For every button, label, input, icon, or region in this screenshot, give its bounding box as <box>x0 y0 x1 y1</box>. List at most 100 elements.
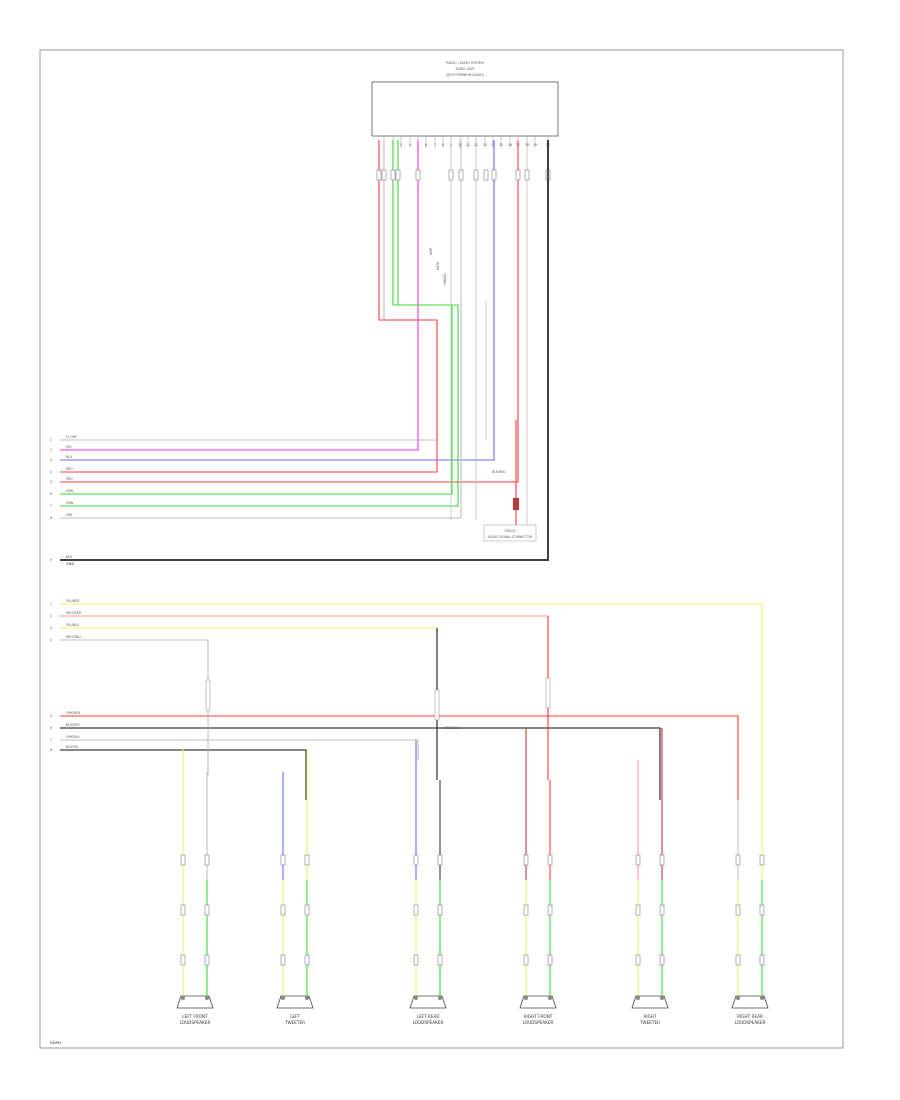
upper-wire-connector <box>491 169 497 181</box>
upper-wire-connector <box>390 169 396 181</box>
speaker-connector <box>523 904 529 916</box>
speaker-label-2: LOUDSPEAKER <box>735 1020 766 1025</box>
speaker-connector <box>204 854 210 866</box>
harness-connector <box>448 169 454 181</box>
speaker-terminal <box>548 996 552 1000</box>
module-title-1: RADIO / AUDIO SYSTEM <box>446 61 484 65</box>
speaker-connector <box>304 954 310 966</box>
speaker-connector <box>735 954 741 966</box>
speaker-terminal <box>281 996 285 1000</box>
speaker-connector <box>735 904 741 916</box>
speaker-connector <box>413 904 419 916</box>
speaker-connector <box>204 954 210 966</box>
upper-pin-number: 2 <box>50 448 52 452</box>
pin-number: 10 <box>458 143 462 147</box>
speaker-connector <box>280 954 286 966</box>
upper-wire <box>60 140 438 473</box>
lower-wire <box>60 715 739 800</box>
splice-fuse <box>513 498 519 510</box>
upper-wire-connector <box>376 169 382 181</box>
harness-connector <box>473 169 479 181</box>
speaker-terminal <box>181 996 185 1000</box>
diagram-frame <box>39 49 844 1049</box>
speaker-connector <box>304 854 310 866</box>
inline-connector <box>205 679 211 711</box>
speaker-icon <box>731 995 769 1009</box>
speaker-connector <box>759 854 765 866</box>
upper-pin-number: 5 <box>50 480 52 484</box>
speaker-connector <box>180 854 186 866</box>
lower-pin-number: 1 <box>50 602 52 606</box>
speaker-connector <box>659 904 665 916</box>
lower-wire <box>60 639 209 775</box>
lower-harness: YEL/RED1WHT/RED2YEL/BLU3WHT/BLU4GRY/RED5… <box>50 599 763 800</box>
speaker-label-2: LOUDSPEAKER <box>413 1020 444 1025</box>
pin-number: 6 <box>425 143 427 147</box>
speaker-connector <box>180 954 186 966</box>
speaker-connector <box>437 854 443 866</box>
upper-pin-number: 8 <box>50 516 52 520</box>
lower-pin-number: 4 <box>50 638 52 642</box>
upper-wire-label: GRY <box>66 513 72 517</box>
pin-number: 19 <box>533 143 537 147</box>
speaker-connector <box>180 904 186 916</box>
lower-wire <box>60 749 307 800</box>
upper-wire-label: GRN <box>66 489 74 493</box>
lower-wire-label: GRY/BLU <box>66 735 80 739</box>
speaker-terminal <box>414 996 418 1000</box>
pin-number: 15 <box>499 143 503 147</box>
pin-number: 16 <box>508 143 512 147</box>
speaker-connector <box>437 904 443 916</box>
lower-wire <box>60 627 438 730</box>
speaker-connector <box>413 954 419 966</box>
speaker-label-2: LOUDSPEAKER <box>523 1020 554 1025</box>
module-title-3: (WITH PREMIUM AUDIO) <box>446 73 484 77</box>
pin-number: 4 <box>409 143 411 147</box>
upper-pin-number: 4 <box>50 470 52 474</box>
ground-wire <box>60 140 549 561</box>
lower-wire-label: YEL/RED <box>66 599 80 603</box>
speaker-label-2: TWEETER <box>639 1020 660 1025</box>
speaker-connector <box>547 904 553 916</box>
upper-wire <box>60 140 438 441</box>
speaker-connector <box>413 854 419 866</box>
lower-wire <box>60 615 549 715</box>
lower-wire <box>60 739 419 760</box>
speaker-terminal <box>636 996 640 1000</box>
inline-connector <box>434 689 440 721</box>
speaker-label-1: RIGHT <box>643 1014 657 1019</box>
splice-box <box>483 524 537 542</box>
upper-wire <box>60 140 419 451</box>
harness-connector <box>524 169 530 181</box>
pin-number: 11 <box>466 143 470 147</box>
speaker-label-1: RIGHT FRONT <box>524 1014 553 1019</box>
lower-pin-number: 8 <box>50 748 52 752</box>
speaker-terminal <box>205 996 209 1000</box>
note-shield: SHIELD <box>443 273 447 285</box>
speaker-connector <box>523 954 529 966</box>
footer-code: NDPAI <box>50 1041 61 1045</box>
upper-wire-label: VIO <box>66 445 72 449</box>
pin-number: 3 <box>400 143 402 147</box>
lower-pin-number: 5 <box>50 714 52 718</box>
upper-wire <box>60 140 495 461</box>
speaker-connector <box>523 854 529 866</box>
upper-pin-number: 9 <box>50 558 52 562</box>
module-title-2: AUDIO UNIT <box>455 67 474 71</box>
speaker-connector <box>759 954 765 966</box>
speaker-icon <box>631 995 669 1009</box>
speaker-connector <box>280 854 286 866</box>
note-unit: UNIT <box>429 247 433 255</box>
speaker-terminal <box>736 996 740 1000</box>
speaker-terminal <box>524 996 528 1000</box>
speaker-connector <box>635 904 641 916</box>
upper-wire-label: LT GRY <box>66 435 77 439</box>
upper-wire-label: BLK <box>66 555 73 559</box>
speaker-label-1: LEFT REAR <box>417 1014 440 1019</box>
speaker-connector <box>759 904 765 916</box>
speaker-icon <box>519 995 557 1009</box>
upper-wire <box>60 140 549 561</box>
speaker-connector <box>635 954 641 966</box>
